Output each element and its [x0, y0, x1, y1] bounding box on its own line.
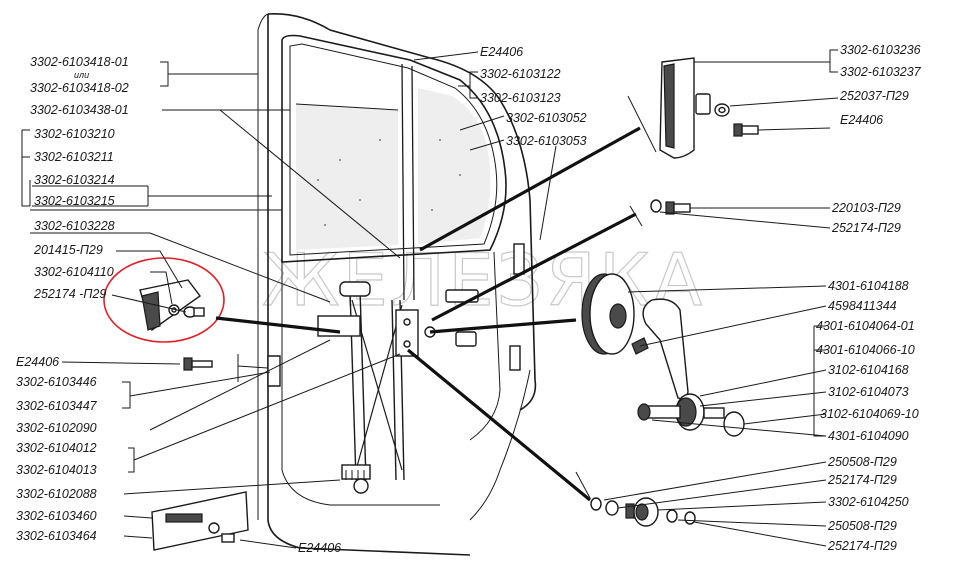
door-latch-plate: [513, 243, 525, 275]
label-252174-p29-r1: 252174-П29: [831, 221, 901, 235]
label-4598411344: 4598411344: [828, 299, 897, 313]
label-3302-6103211: 3302-6103211: [34, 150, 114, 164]
label-3302-6103446: 3302-6103446: [16, 375, 97, 389]
label-252174-p29-left: 252174 -П29: [33, 287, 106, 301]
label-250508-p29-b: 250508-П29: [827, 519, 897, 533]
label-3302-6103215: 3302-6103215: [34, 194, 115, 208]
bushing-assembly: [590, 497, 696, 527]
label-3302-6102090: 3302-6102090: [16, 421, 97, 435]
glass-panel-vent: [418, 88, 491, 244]
assembly-line-knob: [429, 318, 577, 334]
label-252174-p29-r3: 252174-П29: [827, 539, 897, 553]
label-3302-6103123: 3302-6103123: [480, 91, 561, 105]
window-crank-handle: [631, 298, 745, 437]
label-3302-6103052: 3302-6103052: [506, 111, 587, 125]
label-3302-6103053: 3302-6103053: [506, 134, 587, 148]
label-3302-6103228: 3302-6103228: [34, 219, 115, 233]
label-3302-6103447: 3302-6103447: [16, 399, 98, 413]
label-3302-6103210: 3302-6103210: [34, 127, 115, 141]
label-3302-6103214: 3302-6103214: [34, 173, 115, 187]
glass-panel-rear: [296, 104, 398, 250]
regulator-gear-box: [395, 309, 419, 357]
mirror-bracket: [659, 57, 759, 159]
label-252037-p29: 252037-П29: [839, 89, 909, 103]
label-3102-6104069-10: 3102-6104069-10: [820, 407, 919, 421]
part-labels: 3302-6103418-01 или 3302-6103418-02 3302…: [16, 43, 922, 555]
leader-lines: [21, 49, 839, 549]
screw-220103: [650, 199, 691, 215]
label-4301-6104090: 4301-6104090: [828, 429, 909, 443]
label-e24406-bottom: Е24406: [298, 541, 341, 555]
assembly-line-mirror: [419, 126, 641, 252]
label-3302-6103460: 3302-6103460: [16, 509, 97, 523]
label-201415-p29: 201415-П29: [33, 243, 103, 257]
assembly-line-bushing: [406, 348, 592, 502]
window-frame: [281, 34, 507, 263]
label-250508-p29-a: 250508-П29: [827, 455, 897, 469]
regulator-knob-trim: [581, 273, 635, 355]
label-3302-6102088: 3302-6102088: [16, 487, 97, 501]
door-bottom-plate: [151, 491, 249, 551]
label-e24406-left: Е24406: [16, 355, 59, 369]
lock-button-recess: [455, 331, 477, 347]
label-4301-6104188: 4301-6104188: [828, 279, 909, 293]
bolt-e24406-left: [183, 357, 213, 371]
assembly-line-screw: [431, 212, 637, 322]
label-3302-6103237: 3302-6103237: [840, 65, 922, 79]
label-e24406-top: Е24406: [480, 45, 523, 59]
assembly-line-hinge: [215, 316, 341, 334]
label-4301-6104066-10: 4301-6104066-10: [816, 343, 915, 357]
label-3302-6103236: 3302-6103236: [840, 43, 921, 57]
label-3102-6104073: 3102-6104073: [828, 385, 909, 399]
hinge-bracket-assembly: [139, 279, 205, 332]
label-3302-6103438-01: 3302-6103438-01: [30, 103, 129, 117]
label-3302-6103464: 3302-6103464: [16, 529, 97, 543]
label-3302-6104250: 3302-6104250: [828, 495, 909, 509]
label-252174-p29-r2: 252174-П29: [827, 473, 897, 487]
label-3102-6104168: 3102-6104168: [828, 363, 909, 377]
label-3302-6103122: 3302-6103122: [480, 67, 561, 81]
label-ili: или: [74, 70, 89, 80]
label-3302-6104013: 3302-6104013: [16, 463, 97, 477]
label-220103-p29: 220103-П29: [831, 201, 901, 215]
label-3302-6104110: 3302-6104110: [34, 265, 114, 279]
label-3302-6103418-01: 3302-6103418-01: [30, 55, 129, 69]
label-3302-6103418-02: 3302-6103418-02: [30, 81, 129, 95]
label-4301-6104064-01: 4301-6104064-01: [816, 319, 915, 333]
label-e24406-right: Е24406: [840, 113, 883, 127]
label-3302-6104012: 3302-6104012: [16, 441, 97, 455]
door-hinge-bracket: [267, 355, 281, 387]
door-striker: [509, 345, 521, 371]
